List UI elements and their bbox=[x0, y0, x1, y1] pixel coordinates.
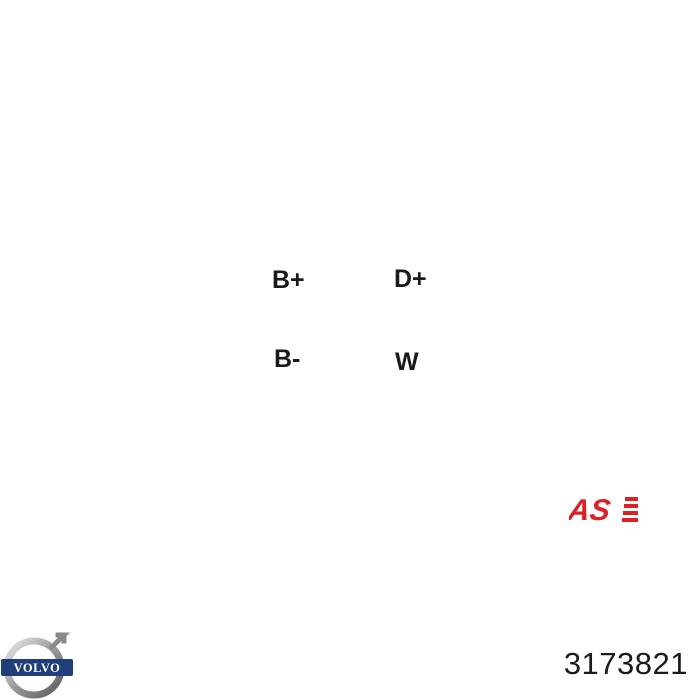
terminal-label-d-plus: D+ bbox=[394, 265, 427, 293]
as-logo-text: AS bbox=[569, 494, 612, 524]
as-logo-bar bbox=[622, 518, 638, 522]
terminal-label-w: W bbox=[395, 348, 419, 376]
volvo-arrow bbox=[48, 632, 71, 651]
part-number: 3173821 bbox=[563, 646, 688, 681]
as-logo-bar bbox=[625, 497, 638, 501]
terminal-label-b-minus: B- bbox=[274, 345, 301, 373]
terminal-label-b-plus: B+ bbox=[272, 266, 305, 294]
volvo-logo-text: VOLVO bbox=[14, 661, 61, 675]
as-brand-logo: AS bbox=[569, 494, 638, 524]
as-logo-bar bbox=[623, 511, 638, 515]
volvo-brand-logo: VOLVO bbox=[1, 632, 73, 699]
volvo-band bbox=[1, 659, 73, 676]
as-logo-bar bbox=[624, 504, 638, 508]
